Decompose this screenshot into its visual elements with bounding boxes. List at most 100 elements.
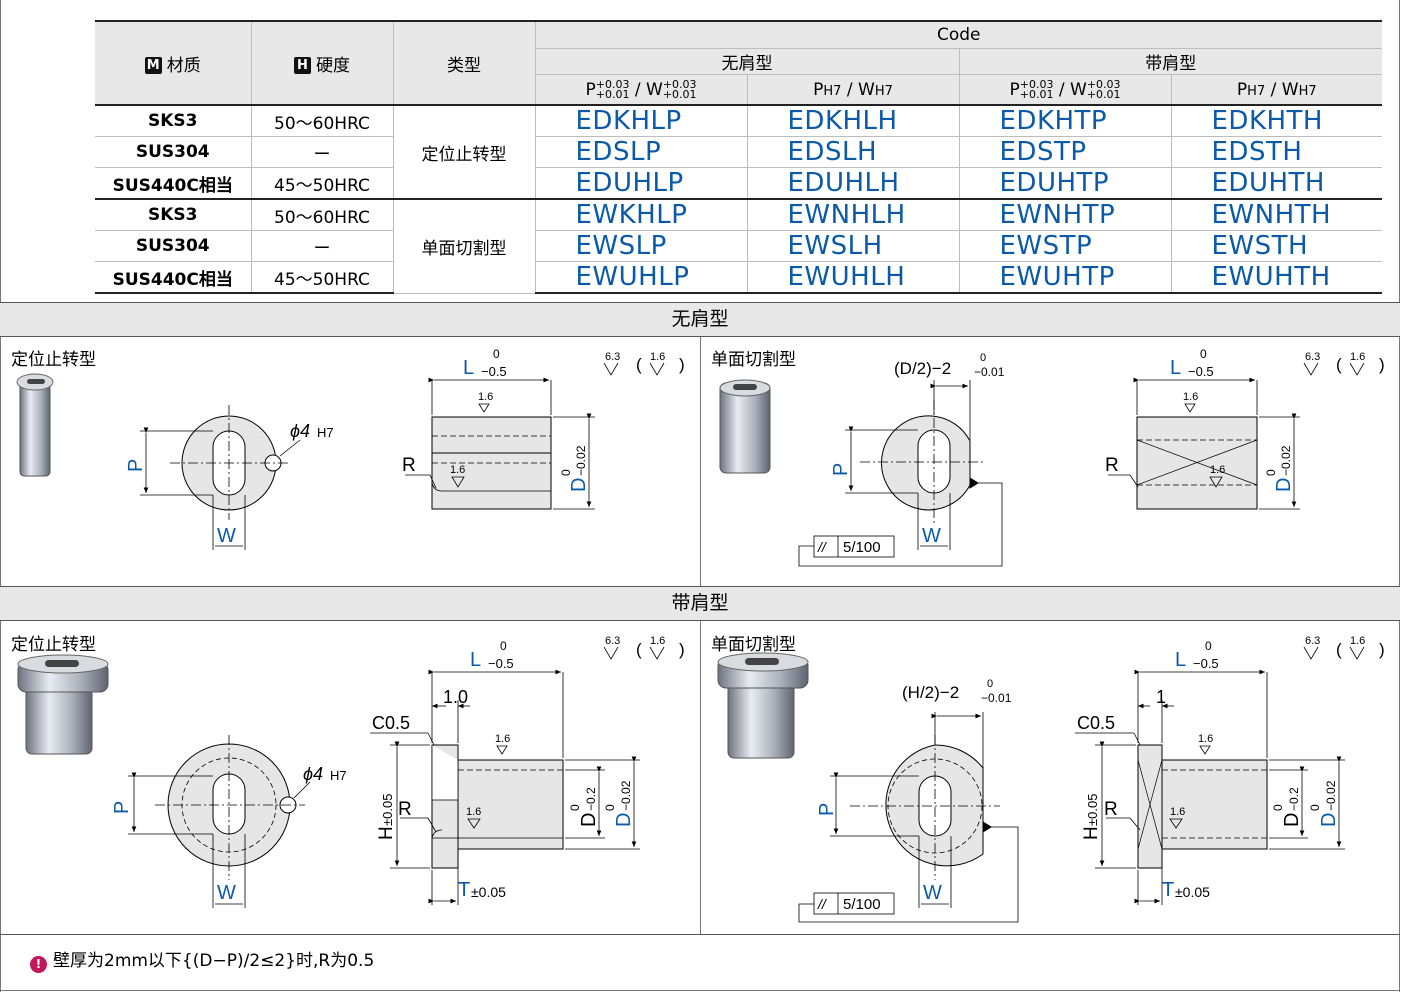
code-cell[interactable]: EWSTP (958, 230, 1172, 262)
svg-text:0: 0 (1308, 804, 1322, 811)
code-cell[interactable]: EDKHTH (1170, 104, 1383, 137)
svg-text:0: 0 (493, 347, 500, 361)
code-cell[interactable]: EDSLH (746, 136, 960, 168)
roughness-symbol-1: 6.3 ( 1.6 ) (603, 351, 685, 376)
svg-text:6.3: 6.3 (605, 635, 620, 647)
svg-text:±0.05: ±0.05 (1175, 884, 1210, 900)
svg-text:1.6: 1.6 (1350, 351, 1365, 363)
svg-text:(: ( (636, 640, 642, 659)
svg-text:−0.01: −0.01 (974, 365, 1005, 379)
svg-text:D: D (1281, 813, 1303, 827)
panel-title-positioning-1: 定位止转型 (11, 350, 96, 370)
svg-text:0: 0 (987, 678, 993, 690)
panel-title-cut-1: 单面切割型 (711, 350, 796, 370)
table-row: SKS3 50～60HRC 单面切割型 EWKHLP EWNHLH EWNHTP… (95, 198, 1383, 294)
hardness-cell: ー (250, 136, 394, 168)
dim-h-label: H (376, 826, 397, 840)
svg-text:1.6: 1.6 (1198, 733, 1213, 745)
svg-text:0: 0 (1205, 639, 1212, 653)
dim-w-label: W (217, 525, 236, 547)
panel-divider (700, 621, 701, 934)
dim-l-label: L (463, 357, 474, 379)
header-type: 类型 (392, 20, 536, 106)
code-cell[interactable]: EDUHLP (534, 167, 748, 200)
type-cell: 定位止转型 (392, 104, 536, 200)
svg-text:): ) (1379, 355, 1385, 374)
svg-text:0: 0 (980, 352, 986, 364)
roughness-symbol-2: 6.3 ( 1.6 ) (1303, 351, 1385, 376)
svg-text:R: R (398, 799, 412, 820)
code-cell[interactable]: EDSLP (534, 136, 748, 168)
header-tol-col-2: P+0.03+0.01 / W+0.03+0.01 (958, 74, 1172, 106)
svg-text:R: R (1105, 455, 1119, 476)
material-cell: SUS440C相当 (95, 167, 252, 200)
code-cell[interactable]: EDSTP (958, 136, 1172, 168)
warning-icon: ! (30, 956, 47, 973)
header-code: Code (534, 20, 1383, 49)
code-cell[interactable]: EDUHTH (1170, 167, 1383, 200)
header-no-shoulder: 无肩型 (534, 48, 960, 75)
svg-text:0: 0 (1200, 347, 1207, 361)
code-cell[interactable]: EWSTH (1170, 230, 1383, 262)
svg-text:6.3: 6.3 (1305, 635, 1320, 647)
hardness-badge-icon: H (294, 57, 311, 74)
frame-left (0, 0, 1, 992)
hardness-cell: 50～60HRC (250, 104, 394, 137)
code-cell[interactable]: EDKHTP (958, 104, 1172, 137)
hardness-cell: ー (250, 230, 394, 262)
svg-text:1.6: 1.6 (1170, 806, 1185, 818)
code-cell[interactable]: EWUHTH (1170, 261, 1383, 294)
svg-text:D: D (578, 813, 600, 827)
photo-positioning-no-shoulder (16, 373, 54, 477)
code-cell[interactable]: EWNHTH (1170, 198, 1383, 231)
svg-text:6.3: 6.3 (1305, 351, 1320, 363)
svg-text:T: T (1162, 879, 1174, 901)
svg-text:1.6: 1.6 (650, 351, 665, 363)
svg-text:−0.5: −0.5 (488, 656, 514, 671)
table-row: SKS3 50～60HRC 定位止转型 EDKHLP EDKHLH EDKHTP… (95, 104, 1383, 200)
code-cell[interactable]: EWKHLP (534, 198, 748, 231)
svg-text:6.3: 6.3 (605, 351, 620, 363)
svg-text:0: 0 (568, 804, 582, 811)
panel-divider (700, 337, 701, 586)
top-view-cut-1 (798, 380, 1003, 567)
dim-r-label: R (402, 455, 416, 476)
code-cell[interactable]: EWUHLH (746, 261, 960, 294)
svg-text:−0.02: −0.02 (1324, 780, 1338, 811)
top-view-cut-2 (798, 712, 1019, 923)
dim-phi4-label: ϕ4 (290, 421, 310, 441)
svg-text:P: P (816, 803, 838, 816)
material-cell: SUS440C相当 (95, 261, 252, 294)
svg-text:±0.05: ±0.05 (1085, 794, 1100, 826)
code-cell[interactable]: EWUHLP (534, 261, 748, 294)
hardness-cell: 50～60HRC (250, 198, 394, 231)
section-title-no-shoulder: 无肩型 (0, 302, 1400, 337)
svg-text:D: D (1273, 478, 1295, 492)
svg-text:−0.01: −0.01 (981, 691, 1012, 705)
code-cell[interactable]: EDSTH (1170, 136, 1383, 168)
code-cell[interactable]: EDKHLP (534, 104, 748, 137)
table-row: SUS304 ー EDSLP EDSLH EDSTP EDSTH (95, 136, 1383, 168)
dim-d-label: D (568, 478, 590, 492)
svg-text:−0.5: −0.5 (481, 364, 507, 379)
code-cell[interactable]: EWSLH (746, 230, 960, 262)
code-cell[interactable]: EDKHLH (746, 104, 960, 137)
svg-text:R: R (1104, 799, 1118, 820)
side-view-positioning-2 (370, 669, 640, 905)
code-cell[interactable]: EWUHTP (958, 261, 1172, 294)
svg-text:L: L (1170, 357, 1181, 379)
dim-c05-label: C0.5 (372, 713, 410, 733)
svg-text:5/100: 5/100 (843, 896, 881, 913)
photo-cut-with-shoulder (717, 652, 809, 759)
svg-text:): ) (679, 355, 685, 374)
roughness-symbol-3: 6.3 ( 1.6 ) (603, 635, 685, 660)
svg-text:0: 0 (500, 639, 507, 653)
code-cell[interactable]: EWSLP (534, 230, 748, 262)
table-row: SUS304 ー EWSLP EWSLH EWSTP EWSTH (95, 230, 1383, 262)
dim-1-0-label: 1.0 (443, 687, 468, 707)
header-h7-col-1: PH7 / WH7 (746, 74, 960, 106)
hardness-cell: 45～50HRC (250, 167, 394, 200)
frame-bottom (0, 990, 1400, 991)
